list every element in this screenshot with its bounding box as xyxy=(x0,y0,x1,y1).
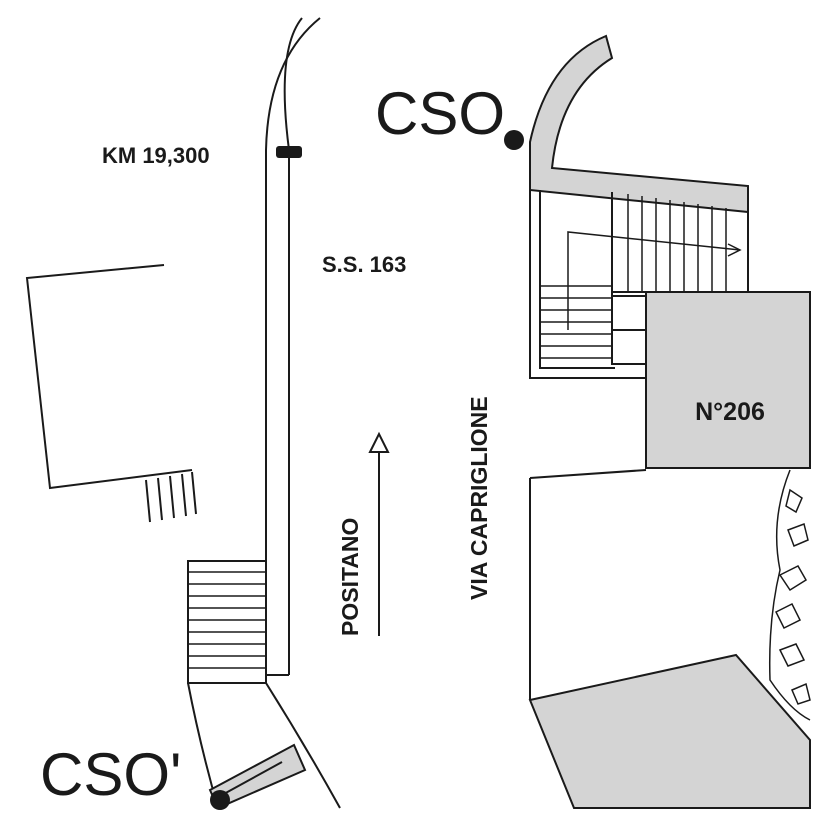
cso-point xyxy=(504,130,524,150)
right-stairs xyxy=(529,190,749,379)
road-left-edge xyxy=(265,17,321,680)
building-206 xyxy=(645,291,811,469)
km-marker xyxy=(276,146,302,158)
road-label: S.S. 163 xyxy=(322,252,406,277)
bottom-left-curb xyxy=(187,682,341,810)
left-stairs xyxy=(187,560,267,684)
building-label: N°206 xyxy=(695,398,765,426)
rock-area xyxy=(768,469,811,721)
cso-prime-label: CSO' xyxy=(40,741,181,808)
left-plot xyxy=(25,264,197,523)
right-lower-plot xyxy=(528,469,811,809)
direction-label: POSITANO xyxy=(337,518,363,636)
direction-arrow xyxy=(368,431,390,636)
cso-prime-point xyxy=(210,790,230,810)
via-label: VIA CAPRIGLIONE xyxy=(466,396,492,600)
curved-sidewalk xyxy=(529,34,749,214)
cso-label: CSO xyxy=(375,80,505,147)
km-label: KM 19,300 xyxy=(102,143,210,168)
